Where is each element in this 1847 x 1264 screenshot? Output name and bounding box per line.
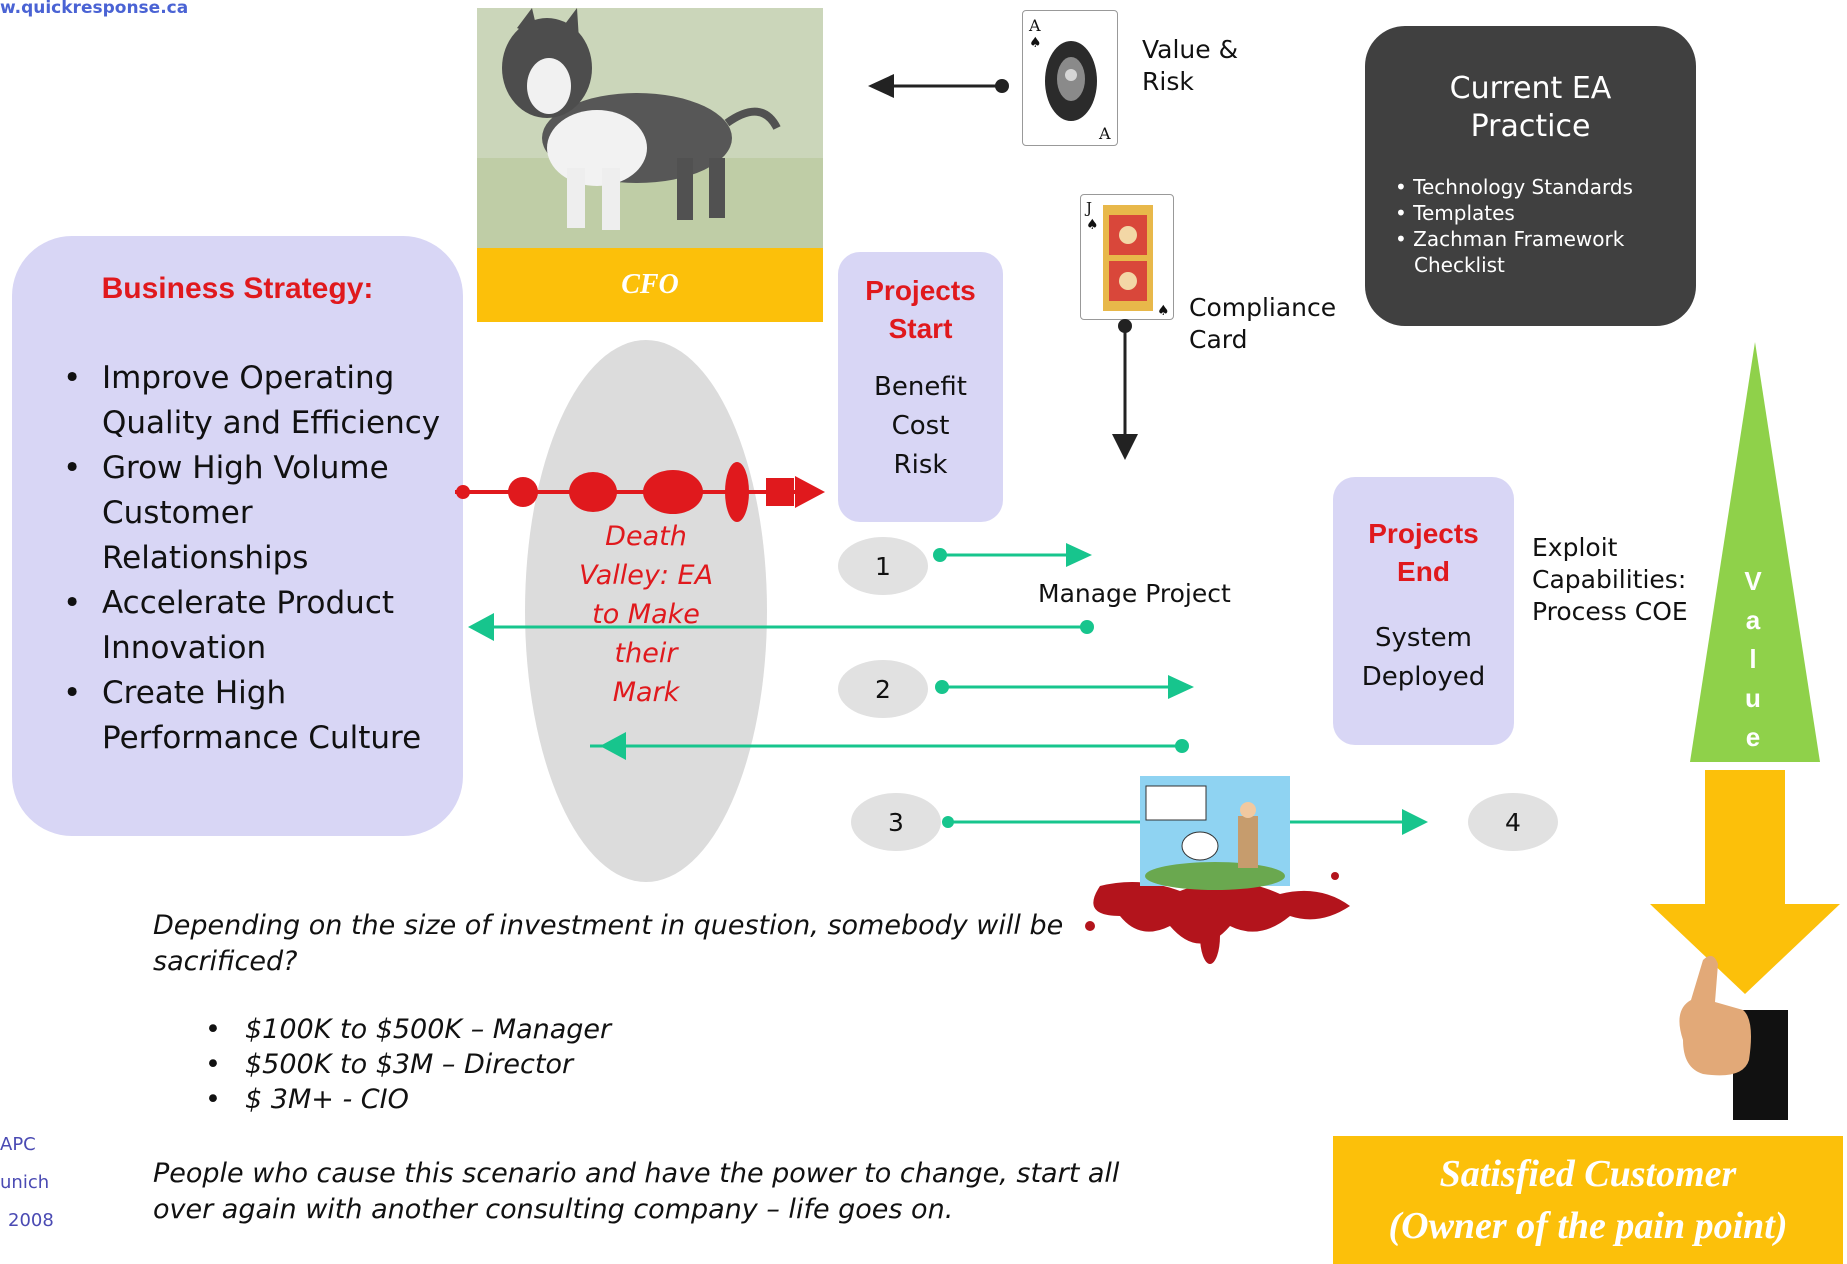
cfo-band: CFO [477,248,823,322]
people-note: People who cause this scenario and have … [153,1158,1120,1225]
ea-practice-title: Current EA Practice [1449,71,1612,144]
strategy-item: Improve Operating Quality and Efficiency [57,356,457,446]
death-valley-label: Death Valley: EA to Make their Mark [578,521,714,708]
projects-end-title: Projects End [1368,518,1479,587]
business-strategy-box: Business Strategy: Improve Operating Qua… [12,236,463,836]
jack-of-spades-card-icon: J ♠ ♠ [1080,194,1174,320]
projects-start-items: Benefit Cost Risk [874,372,967,480]
compliance-card-label: Compliance Card [1189,293,1337,354]
investment-item: $500K to $3M – Director [205,1047,611,1082]
strategy-item: Create High Performance Culture [57,671,457,761]
ea-practice-list: Technology Standards Templates Zachman F… [1395,174,1655,278]
svg-text:♠: ♠ [1086,217,1099,233]
step-4-badge: 4 [1468,793,1558,851]
svg-text:♠: ♠ [1157,303,1170,319]
step-3-badge: 3 [851,793,941,851]
thumbs-up-icon [1663,950,1788,1120]
cfo-label: CFO [621,269,679,300]
satisfied-customer-subtitle: (Owner of the pain point) [1388,1205,1788,1247]
footer-line-2: unich [0,1172,50,1193]
site-url[interactable]: w.quickresponse.ca [0,0,189,18]
investment-item: $100K to $500K – Manager [205,1012,611,1047]
projects-start-box: Projects Start Benefit Cost Risk [838,252,1003,522]
investment-item: $ 3M+ - CIO [205,1082,611,1117]
svg-text:A: A [1028,16,1041,35]
value-up-arrow [1690,342,1820,762]
compliance-down-arrow [1112,319,1138,460]
ea-practice-item: Templates [1395,200,1655,226]
yellow-down-arrow [1650,770,1840,994]
svg-text:♠: ♠ [1029,35,1042,51]
value-risk-label: Value & Risk [1142,35,1239,96]
footer-line-3: 2008 [8,1210,54,1231]
current-ea-practice-box: Current EA Practice Technology Standards… [1365,26,1696,326]
projects-end-items: System Deployed [1361,623,1486,692]
manage-project-label: Manage Project [1038,579,1231,608]
strategy-item: Grow High Volume Customer Relationships [57,446,457,581]
projects-start-title: Projects Start [865,275,976,344]
value-risk-arrow [868,74,1009,98]
svg-text:A: A [1098,124,1111,143]
dog-illustration [477,8,823,248]
sacrifice-cartoon-image [1060,776,1370,976]
cfo-dog-photo [477,8,823,248]
red-beads-arrow [455,462,825,522]
ace-of-spades-card-icon: A ♠ A [1022,10,1118,146]
projects-end-box: Projects End System Deployed [1333,477,1514,745]
death-valley-ellipse [525,340,767,882]
ea-practice-item: Technology Standards [1395,174,1655,200]
sacrifice-note: Depending on the size of investment in q… [153,910,1064,977]
satisfied-customer-box: Satisfied Customer (Owner of the pain po… [1333,1136,1843,1264]
business-strategy-title: Business Strategy: [101,272,374,305]
exploit-capabilities-label: Exploit Capabilities: Process COE [1532,533,1688,626]
value-arrow-label: V a l u e [1744,566,1762,752]
business-strategy-list: Improve Operating Quality and Efficiency… [57,356,457,761]
teal-flow-arrows [468,543,1194,760]
satisfied-customer-title: Satisfied Customer [1439,1153,1737,1195]
svg-text:J: J [1084,199,1092,217]
ea-practice-item: Zachman Framework Checklist [1395,226,1655,278]
strategy-item: Accelerate Product Innovation [57,581,457,671]
investment-list: $100K to $500K – Manager $500K to $3M – … [205,1012,611,1117]
footer-line-1: APC [0,1134,36,1155]
step-1-badge: 1 [838,537,928,595]
step-2-badge: 2 [838,660,928,718]
